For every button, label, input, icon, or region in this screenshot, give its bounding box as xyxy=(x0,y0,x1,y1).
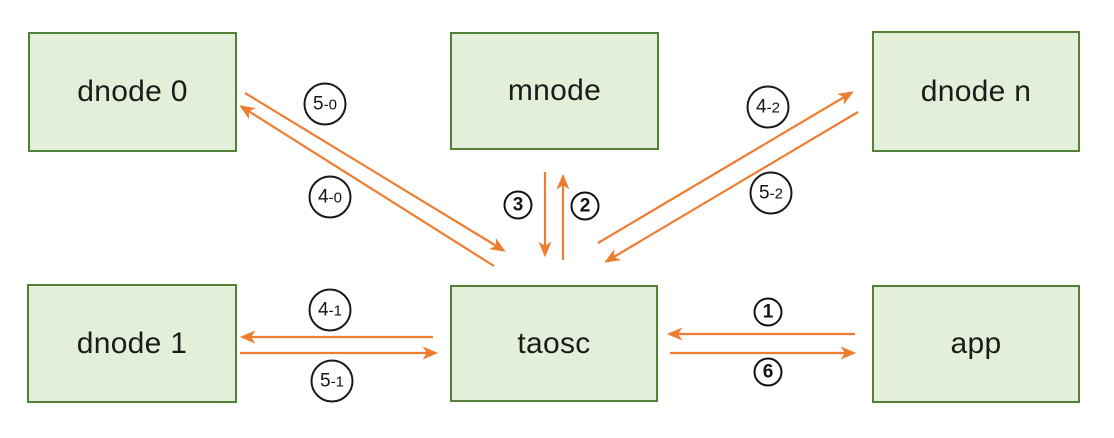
node-dnode0: dnode 0 xyxy=(28,32,237,152)
node-mnode: mnode xyxy=(450,32,659,150)
edge-label-6: 6 xyxy=(753,357,783,387)
edge-label-5-1: 5-1 xyxy=(310,359,354,403)
edge-label-1: 1 xyxy=(753,297,783,327)
edge-label-main: 5 xyxy=(759,182,770,204)
edge-label-suffix: -2 xyxy=(766,99,780,117)
node-label: dnode 0 xyxy=(77,75,188,108)
edge-label-main: 4 xyxy=(318,299,329,321)
edge-label-suffix: -2 xyxy=(769,185,783,203)
edges-group xyxy=(239,91,859,360)
edge-label-3: 3 xyxy=(503,190,533,220)
edge-label-suffix: -0 xyxy=(328,189,342,207)
node-taosc: taosc xyxy=(450,285,658,402)
edge-label-main: 4 xyxy=(756,96,767,118)
edge-label-main: 2 xyxy=(579,195,591,217)
edge-label-2: 2 xyxy=(570,191,600,221)
edge-label-4-0: 4-0 xyxy=(308,175,352,219)
node-app: app xyxy=(872,285,1080,403)
edge-label-4-2: 4-2 xyxy=(746,85,790,129)
edge-label-main: 3 xyxy=(512,194,524,216)
edge-label-suffix: -0 xyxy=(323,96,337,114)
edge-label-suffix: -1 xyxy=(328,302,342,320)
node-label: app xyxy=(950,327,1002,360)
node-dnode1: dnode 1 xyxy=(27,284,237,403)
arrow-5-2-dnoden-to-taosc xyxy=(604,111,859,263)
edge-label-main: 6 xyxy=(762,361,774,383)
node-label: mnode xyxy=(507,74,602,107)
node-label: dnode 1 xyxy=(76,326,188,360)
edge-label-main: 1 xyxy=(762,301,774,323)
edge-label-suffix: -1 xyxy=(330,373,344,391)
node-label: taosc xyxy=(517,326,591,360)
edge-label-main: 5 xyxy=(313,93,324,115)
arrow-4-0-taosc-to-dnode0 xyxy=(239,105,495,267)
arrow-5-0-dnode0-to-taosc xyxy=(244,92,506,252)
arrow-4-2-taosc-to-dnoden xyxy=(597,91,854,244)
node-label: dnode n xyxy=(920,74,1032,108)
edge-label-4-1: 4-1 xyxy=(308,288,352,332)
node-dnoden: dnode n xyxy=(872,31,1080,152)
edge-label-5-2: 5-2 xyxy=(749,171,793,215)
edge-label-5-0: 5-0 xyxy=(303,82,347,126)
edge-label-main: 5 xyxy=(320,370,331,392)
edge-label-main: 4 xyxy=(318,186,329,208)
